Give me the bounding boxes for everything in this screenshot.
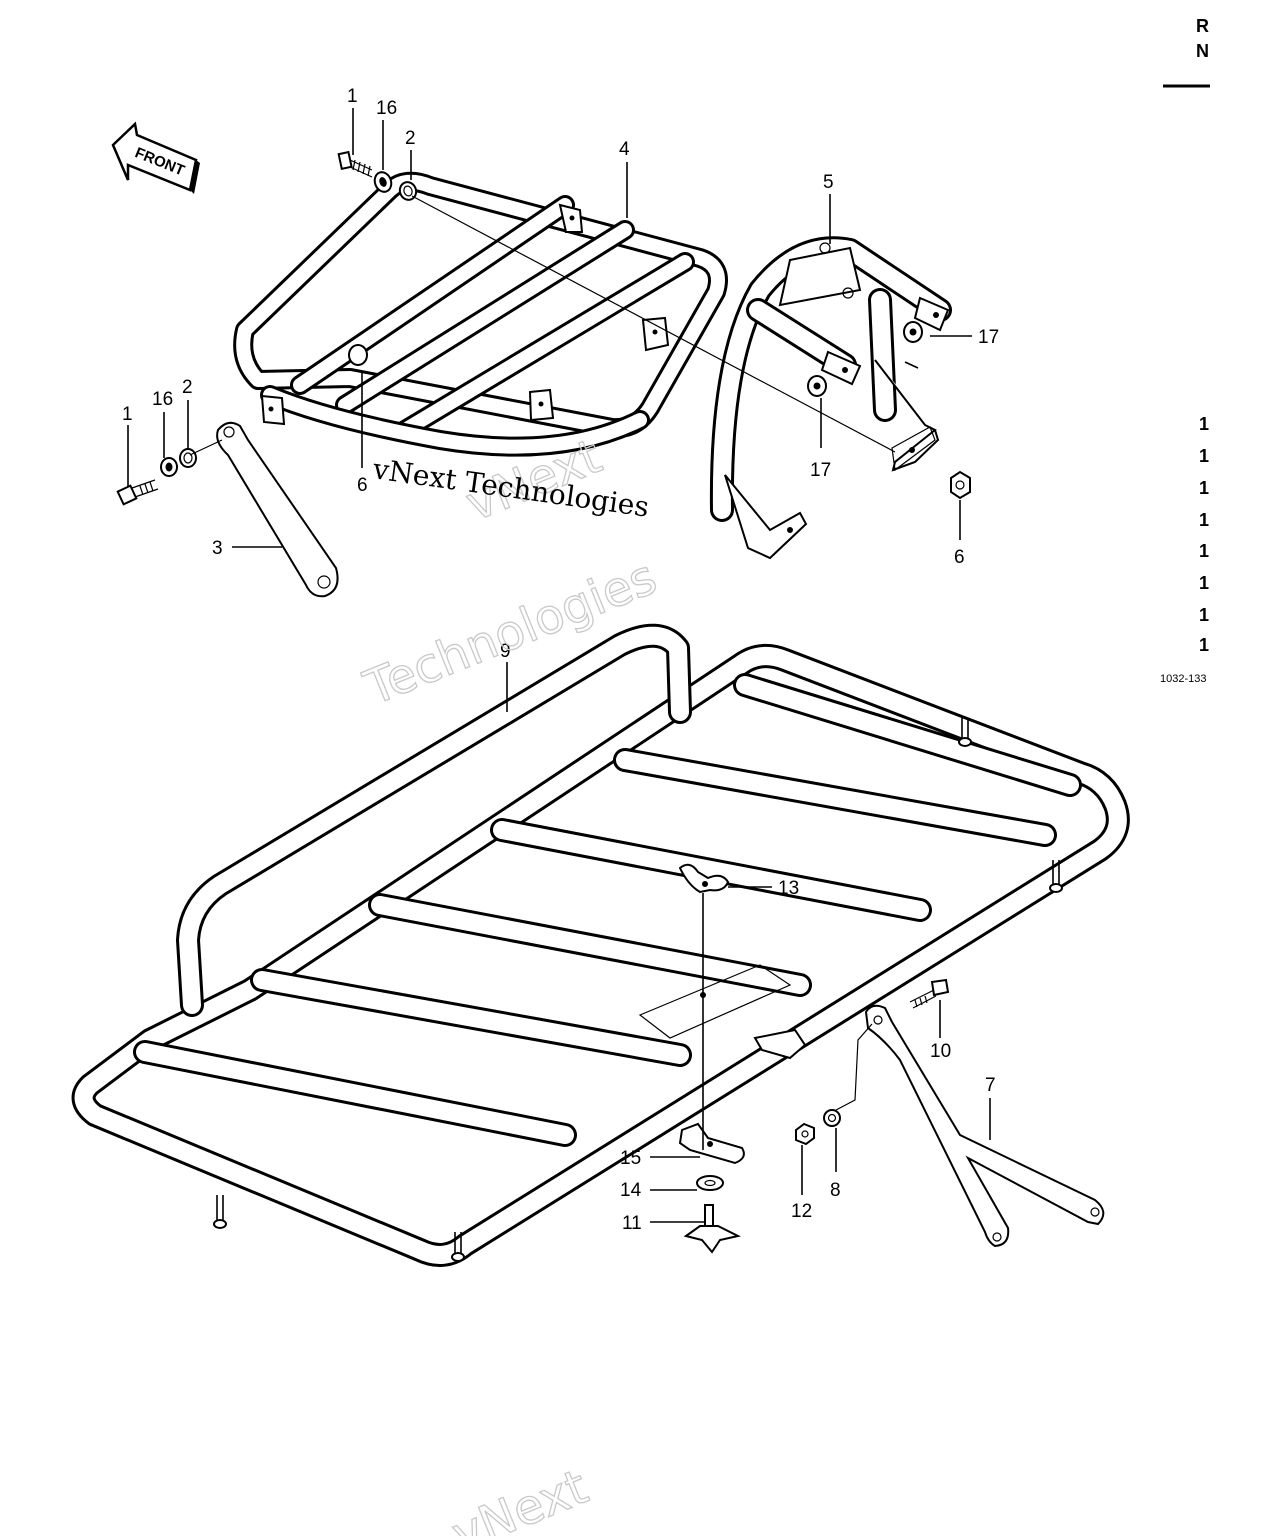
edge-index-3: 1 — [1199, 478, 1209, 498]
callout-17-lower: 17 — [810, 460, 831, 481]
lower-carrier-drawing — [71, 623, 1130, 1267]
front-arrow-icon: FRONT — [111, 121, 200, 194]
bolt-1-lower-icon — [116, 479, 159, 506]
edge-index-7: 1 — [1199, 605, 1209, 625]
washer-16-upper-icon — [373, 171, 393, 193]
callout-1-upper: 1 — [347, 86, 358, 107]
callout-2-lower: 2 — [182, 377, 193, 398]
edge-index-5: 1 — [1199, 541, 1209, 561]
washer-16-lower-icon — [160, 457, 178, 477]
knob-11-icon — [683, 1204, 741, 1254]
callout-11: 11 — [622, 1213, 642, 1234]
bracket-15-icon — [678, 1122, 745, 1165]
leader-lines-upper — [127, 108, 972, 548]
callout-10: 10 — [930, 1041, 951, 1062]
edge-heading-r: R — [1196, 16, 1209, 36]
callout-4: 4 — [619, 139, 630, 160]
callout-6-left: 6 — [357, 475, 368, 496]
callout-16-lower: 16 — [152, 389, 173, 410]
callout-14: 14 — [620, 1180, 642, 1201]
callout-17-right: 17 — [978, 327, 999, 348]
edge-heading-n: N — [1196, 41, 1209, 61]
edge-figure-code: 1032-133 — [1160, 673, 1207, 685]
leader-lines-lower — [506, 662, 991, 1223]
callout-1-lower: 1 — [122, 404, 133, 425]
callout-8: 8 — [830, 1180, 841, 1201]
callout-16-upper: 16 — [376, 98, 397, 119]
edge-index-4: 1 — [1199, 510, 1209, 530]
callout-labels: 1 16 2 4 5 17 1 16 2 6 17 3 6 9 13 10 7 … — [122, 86, 999, 1234]
nut-12-icon — [795, 1122, 815, 1146]
stay-3-drawing — [216, 421, 339, 598]
stay-7-drawing — [864, 1004, 1105, 1248]
watermark-outline-footer: vNext — [444, 1459, 595, 1536]
callout-13: 13 — [778, 878, 799, 899]
watermark: vNext Technologies vNext Technologies vN… — [356, 427, 665, 1536]
upper-rack-drawing — [233, 171, 728, 457]
washer-17b-icon — [807, 375, 827, 397]
callout-15: 15 — [620, 1148, 641, 1169]
callout-5: 5 — [823, 172, 834, 193]
callout-2-upper: 2 — [405, 128, 416, 149]
callout-7: 7 — [985, 1075, 996, 1096]
callout-9: 9 — [500, 641, 511, 662]
nut-6-icon — [950, 470, 971, 500]
callout-6-right: 6 — [954, 547, 965, 568]
washer-8-icon — [823, 1109, 841, 1127]
washer-2-lower-icon — [179, 448, 197, 468]
washer-14-icon — [696, 1175, 724, 1191]
callout-12: 12 — [791, 1201, 812, 1222]
grab-bar-drawing — [709, 236, 952, 560]
callout-3: 3 — [212, 538, 223, 559]
wing-nut-13-icon — [678, 863, 730, 894]
bolt-1-upper-icon — [337, 150, 373, 178]
edge-index-2: 1 — [1199, 446, 1209, 466]
edge-index-6: 1 — [1199, 573, 1209, 593]
right-edge-column: R N 1 1 1 1 1 1 1 1 1032-133 — [1160, 16, 1210, 685]
edge-index-8: 1 — [1199, 635, 1209, 655]
edge-index-1: 1 — [1199, 414, 1209, 434]
bolt-10-icon — [909, 978, 950, 1009]
washer-17-icon — [903, 321, 923, 343]
washer-2-upper-icon — [398, 181, 418, 201]
